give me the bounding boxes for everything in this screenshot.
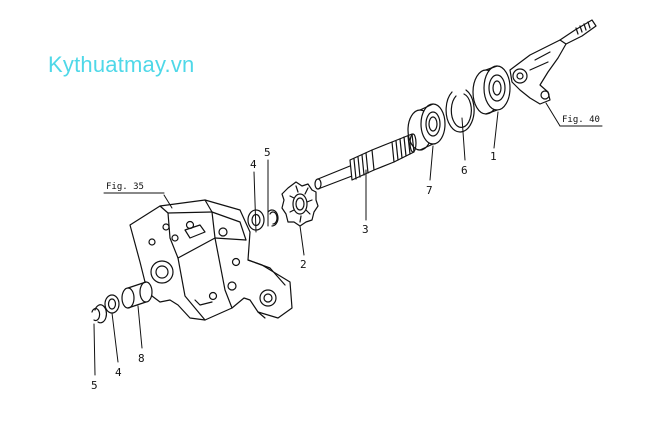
gear-housing — [129, 199, 293, 321]
part-7-bearing — [407, 103, 446, 151]
callout-3: 3 — [362, 223, 369, 236]
part-3-shaft — [314, 133, 417, 190]
bevel-gear-assembly — [509, 19, 597, 105]
watermark-text: Kythuatmay.vn — [48, 52, 195, 77]
part-8-bushing — [121, 281, 153, 309]
callout-1: 1 — [490, 150, 497, 163]
leader-lines — [93, 102, 561, 376]
part-1-bearing — [472, 65, 511, 115]
callout-8: 8 — [138, 352, 145, 365]
fig35-label: Fig. 35 — [106, 182, 144, 192]
callout-5-lower: 5 — [91, 379, 98, 392]
fig40-label: Fig. 40 — [562, 115, 600, 125]
callout-5-upper: 5 — [264, 146, 271, 159]
part-5-snap-ring-upper — [267, 209, 279, 227]
callout-2: 2 — [300, 258, 307, 271]
callout-4-lower: 4 — [115, 366, 122, 379]
callout-6: 6 — [461, 164, 468, 177]
part-2-gear — [281, 181, 319, 227]
part-4-washer-left — [104, 294, 120, 314]
part-6-snap-ring — [445, 89, 475, 133]
callout-4-upper: 4 — [250, 158, 257, 171]
callout-7: 7 — [426, 184, 433, 197]
part-5-snap-ring-left — [91, 304, 108, 324]
